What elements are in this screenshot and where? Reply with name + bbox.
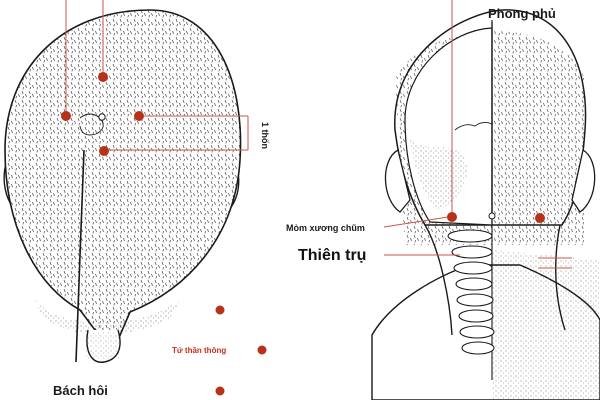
right-leader-lines [383,0,572,269]
label-bach-hoi: Bách hôi [53,383,108,398]
label-mot-thon: 1 thốn [260,122,270,149]
right-ear-back [571,148,596,213]
acupoint-left [61,111,71,121]
legend-point-right [257,345,267,355]
legend-point-bottom [215,386,225,396]
acupoint-front [98,72,108,82]
label-phong-phu: Phong phủ [488,6,556,21]
tu-than-thong-legend: Tứ thần thông [172,305,267,396]
left-ear-back [384,149,411,213]
left-leader-lines [65,0,249,363]
bach-hoi-point [98,113,106,121]
phong-phu-point [488,212,496,220]
acupoint-back [99,146,109,156]
label-thien-tru: Thiên trụ [298,247,366,264]
left-acupoints [61,72,144,156]
cervical-spine [447,229,495,355]
right-acupoints [447,212,545,223]
head-back-view [371,9,600,400]
label-mom-xuong-chum: Mỏm xương chũm [286,223,365,233]
label-tu-than-thong: Tứ thần thông [172,346,226,355]
acupoint-neck-right [535,213,545,223]
acupoint-mastoid [447,212,457,222]
acupoint-right [134,111,144,121]
legend-point-top [215,305,225,315]
